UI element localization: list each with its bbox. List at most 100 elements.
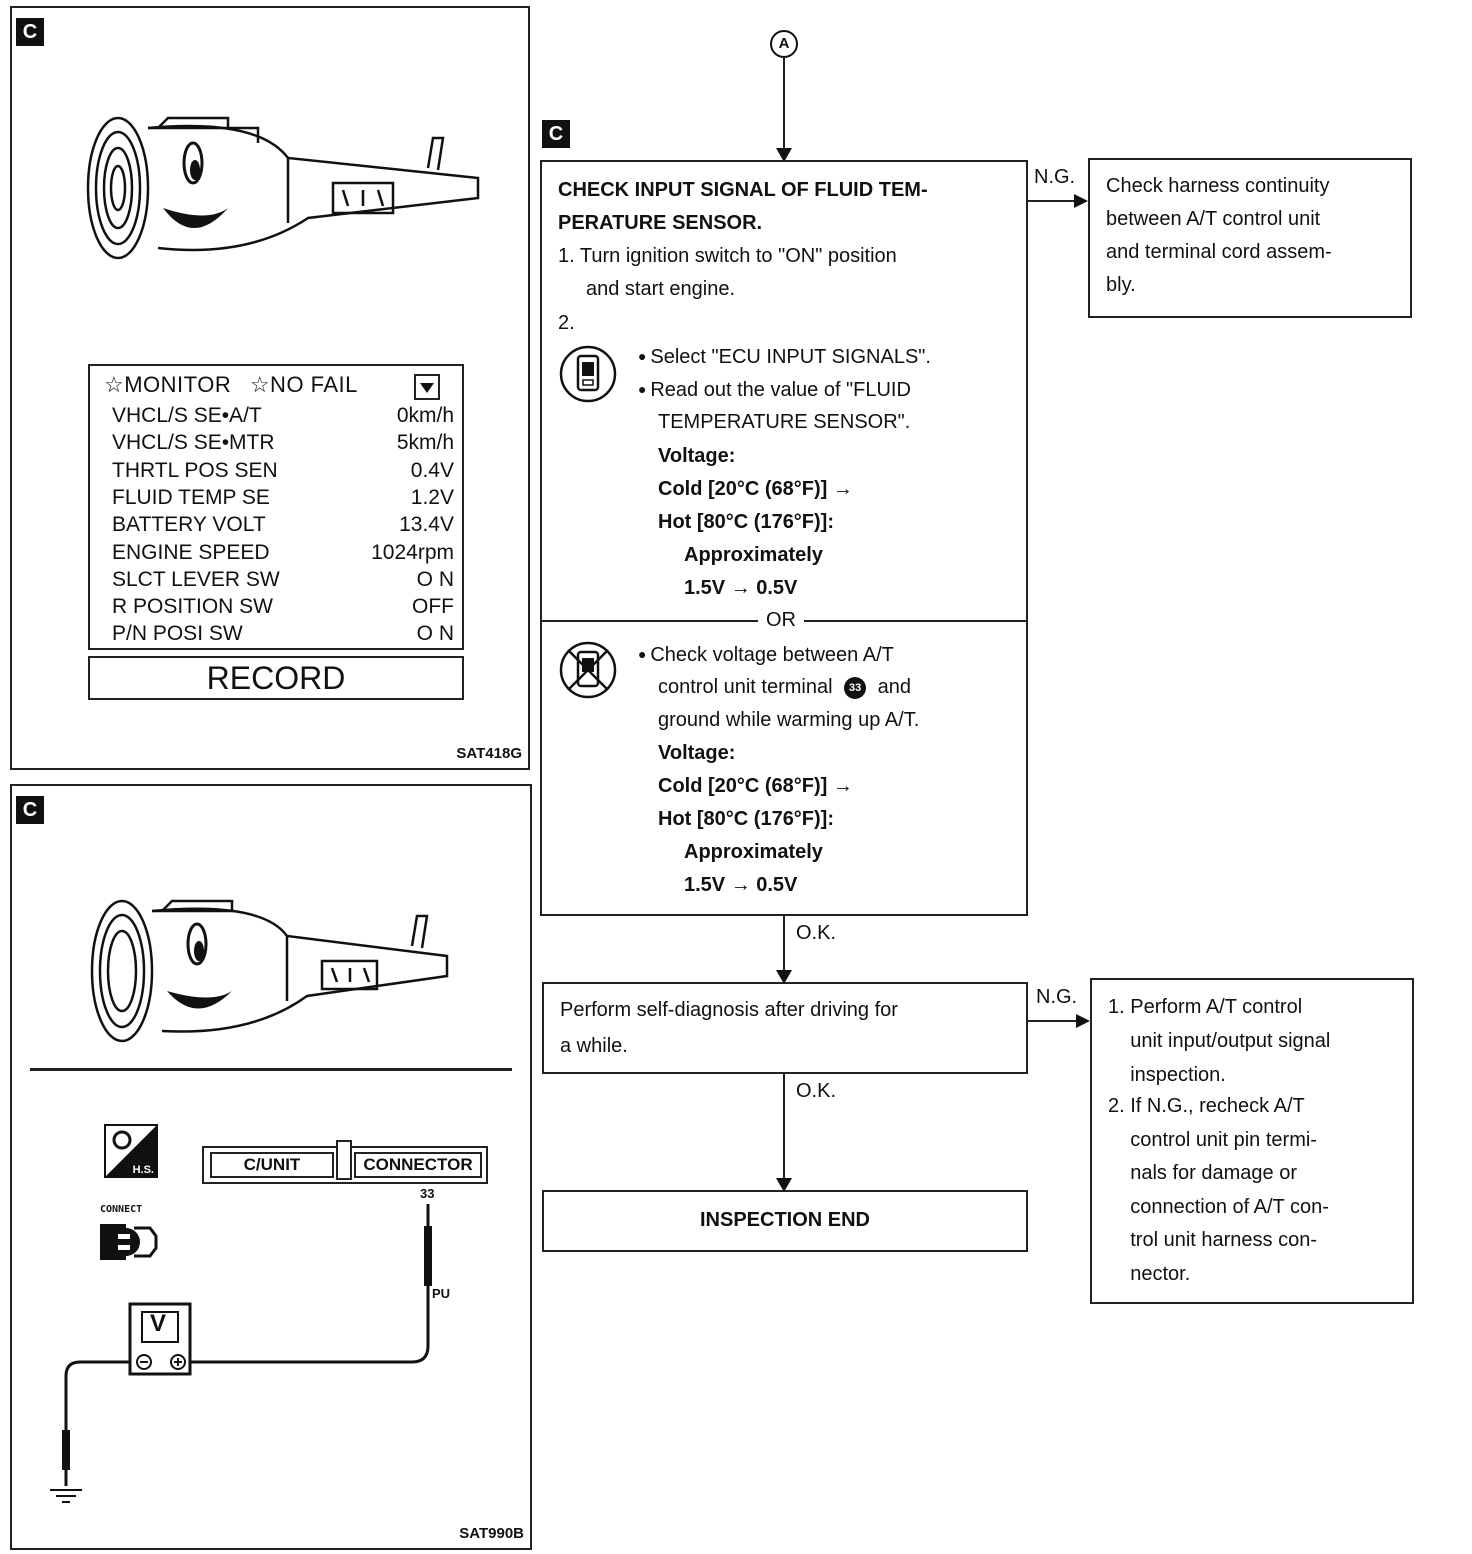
step-2: 2. [558,312,575,334]
consult-bullet-2-continued: TEMPERATURE SENSOR". [658,411,911,433]
arrow-down-icon [776,970,792,984]
monitor-row-value: 0.4V [410,458,454,482]
or-label: OR [758,604,804,637]
check-step-box: CHECK INPUT SIGNAL OF FLUID TEM- PERATUR… [540,160,1028,916]
ng2-step-1: 1. Perform A/T control unit input/output… [1108,996,1331,1086]
scroll-down-icon[interactable] [414,374,440,400]
cunit-label: C/UNIT [243,1155,301,1174]
connector-line [783,58,785,154]
harness-side-icon: H.S. [104,1124,158,1178]
monitor-title: ☆MONITOR [104,372,232,397]
voltage-range: 1.5V → 0.5V [684,577,798,599]
start-marker-label: A [778,35,790,52]
connector-label: CONNECTOR [363,1155,473,1174]
hot-condition: Hot [80°C (176°F)]: [658,511,835,533]
monitor-row-label: SLCT LEVER SW [112,567,280,591]
flow-tag: C [542,120,570,148]
approx-label-2: Approximately [684,841,823,863]
connect-label: CONNECT [100,1204,143,1215]
voltage-label: Voltage: [658,445,736,467]
monitor-row-value: O N [416,567,454,591]
arrow-down-icon [776,148,792,162]
hs-label: H.S. [132,1164,154,1176]
cold-condition: Cold [20°C (68°F)] → [658,478,853,500]
terminal-badge: 33 [844,677,867,699]
ng2-label: N.G. [1036,986,1078,1008]
monitor-row-label: BATTERY VOLT [112,513,266,537]
ok1-label: O.K. [796,922,837,944]
voltage-range-2: 1.5V → 0.5V [684,874,798,896]
monitor-row-value: 1.2V [410,485,454,509]
monitor-row-label: VHCL/S SE•MTR [112,431,275,455]
cunit-box: C/UNIT [210,1152,334,1178]
approx-label: Approximately [684,544,823,566]
divider [30,1068,512,1071]
hot-condition-2: Hot [80°C (176°F)]: [658,808,835,830]
ng2-line [1028,1020,1082,1022]
record-button[interactable]: RECORD [88,656,464,700]
wire-color-label: PU [432,1286,451,1301]
ok1-line [783,916,785,976]
monitor-row-value: 0km/h [396,404,454,427]
tester-text: control unit terminal [658,676,833,698]
tester-bullet-1: Check voltage between A/T [638,638,893,672]
inspection-end-box: INSPECTION END [542,1190,1028,1252]
monitor-row-label: P/N POSI SW [112,622,243,646]
terminal-number: 33 [420,1186,435,1201]
ng1-action-box: Check harness continuity between A/T con… [1088,158,1412,318]
monitor-row-label: R POSITION SW [112,595,274,619]
step-1: 1. Turn ignition switch to "ON" position [558,245,897,267]
monitor-row-value: OFF [412,595,454,619]
tester-text-and: and [877,676,912,698]
no-consult-icon [559,641,617,699]
monitor-row-label: VHCL/S SE•A/T [112,404,262,427]
voltmeter-wiring [50,1204,432,1503]
tester-bullet-1-line3: ground while warming up A/T. [658,709,920,731]
panel-tag: C [16,18,44,46]
ng1-action-text: Check harness continuity between A/T con… [1106,175,1332,296]
monitor-row-label: THRTL POS SEN [112,458,278,482]
arrow-down-icon [776,1178,792,1192]
self-diagnosis-box: Perform self-diagnosis after driving for… [542,982,1028,1074]
transmission-mascot-illustration [90,899,449,1043]
figure-code: SAT418G [456,745,522,762]
start-marker: A [770,30,798,58]
monitor-row-value: 1024rpm [371,540,454,564]
ng2-step-2: 2. If N.G., recheck A/T control unit pin… [1108,1095,1329,1285]
consult-icon [559,345,617,403]
figure-code: SAT990B [459,1525,524,1542]
ng2-action-box: 1. Perform A/T control unit input/output… [1090,978,1414,1304]
voltage-label-2: Voltage: [658,742,736,764]
ng1-line [1028,200,1080,202]
circuit-tester-panel: C H.S. CONNECT [10,784,532,1550]
step-1-continued: and start engine. [586,278,735,300]
connector-latch [336,1140,352,1180]
no-fail-label: ☆NO FAIL [249,372,358,397]
ng1-label: N.G. [1034,166,1076,188]
arrow-right-icon [1076,1014,1090,1028]
connector-diagram: C/UNIT CONNECTOR [202,1140,488,1184]
monitor-row-label: ENGINE SPEED [112,540,270,564]
transmission-mascot-illustration [86,116,480,260]
monitor-header: ☆MONITOR ☆NO FAIL [104,372,358,398]
inspection-end-label: INSPECTION END [699,1209,871,1231]
monitor-row-value: 13.4V [399,513,454,537]
tester-bullet-1-line2: control unit terminal 33 and [658,671,911,704]
monitor-row-value: O N [416,622,454,646]
monitor-row-value: 5km/h [396,431,454,455]
arrow-right-icon [1074,194,1088,208]
cold-condition-2: Cold [20°C (68°F)] → [658,775,853,797]
consult-bullet-2: Read out the value of "FLUID [638,373,911,407]
connector-box: CONNECTOR [354,1152,482,1178]
connect-icon [100,1224,158,1260]
consult-bullet-1: Select "ECU INPUT SIGNALS". [638,340,931,374]
ok2-line [783,1074,785,1184]
check-title: CHECK INPUT SIGNAL OF FLUID TEM- PERATUR… [558,179,928,234]
ok2-label: O.K. [796,1080,837,1102]
monitor-row-label: FLUID TEMP SE [112,485,270,509]
self-diagnosis-text: Perform self-diagnosis after driving for… [560,999,898,1057]
panel-tag: C [16,796,44,824]
voltmeter-label: V [150,1310,167,1337]
